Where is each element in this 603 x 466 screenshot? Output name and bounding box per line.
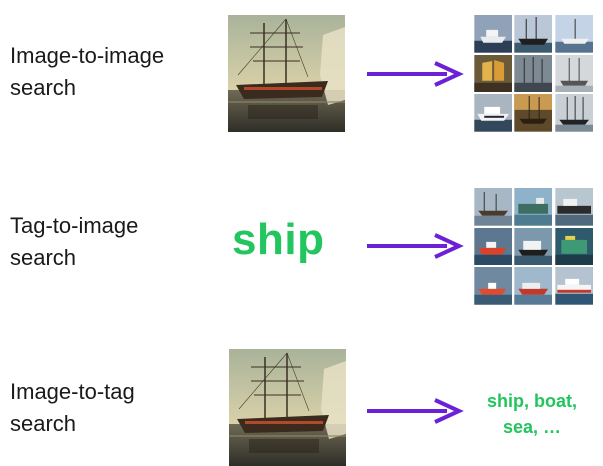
output-tags: ship, boat, sea, …: [468, 388, 596, 440]
row1-label-line2: search: [10, 75, 77, 100]
row3-label: Image-to-tag search: [10, 376, 135, 440]
result-image-tile: [554, 227, 593, 266]
result-image-tile: [514, 54, 553, 93]
result-image-tile: [554, 188, 593, 226]
row2-label-line1: Tag-to-image: [10, 213, 139, 238]
row3-label-line1: Image-to-tag: [10, 379, 135, 404]
result-image-tile: [514, 267, 553, 305]
result-image-grid: [474, 188, 593, 305]
result-image-tile: [514, 227, 553, 266]
result-image-tile: [514, 94, 553, 132]
right-arrow-icon: [367, 61, 464, 87]
result-image-tile: [474, 227, 512, 266]
output-tags-line2: sea, …: [502, 417, 562, 437]
result-image-tile: [474, 188, 512, 226]
row2-label-line2: search: [10, 245, 77, 270]
query-ship-image: [228, 15, 345, 132]
query-ship-image: [229, 349, 346, 466]
result-image-tile: [554, 267, 593, 305]
query-tag: ship: [232, 215, 325, 264]
row2-label: Tag-to-image search: [10, 210, 138, 274]
row3-label-line2: search: [10, 411, 77, 436]
result-image-tile: [474, 267, 512, 305]
result-image-tile: [554, 54, 593, 93]
result-image-tile: [514, 15, 553, 53]
result-image-tile: [474, 94, 512, 132]
result-image-tile: [554, 94, 593, 132]
result-image-tile: [474, 15, 512, 53]
result-image-grid: [474, 15, 593, 132]
result-image-tile: [514, 188, 553, 226]
row1-label: Image-to-image search: [10, 40, 164, 104]
output-tags-line1: ship, boat,: [487, 391, 577, 411]
right-arrow-icon: [367, 398, 464, 424]
result-image-tile: [554, 15, 593, 53]
right-arrow-icon: [367, 233, 464, 259]
row1-label-line1: Image-to-image: [10, 43, 165, 68]
result-image-tile: [474, 54, 512, 93]
